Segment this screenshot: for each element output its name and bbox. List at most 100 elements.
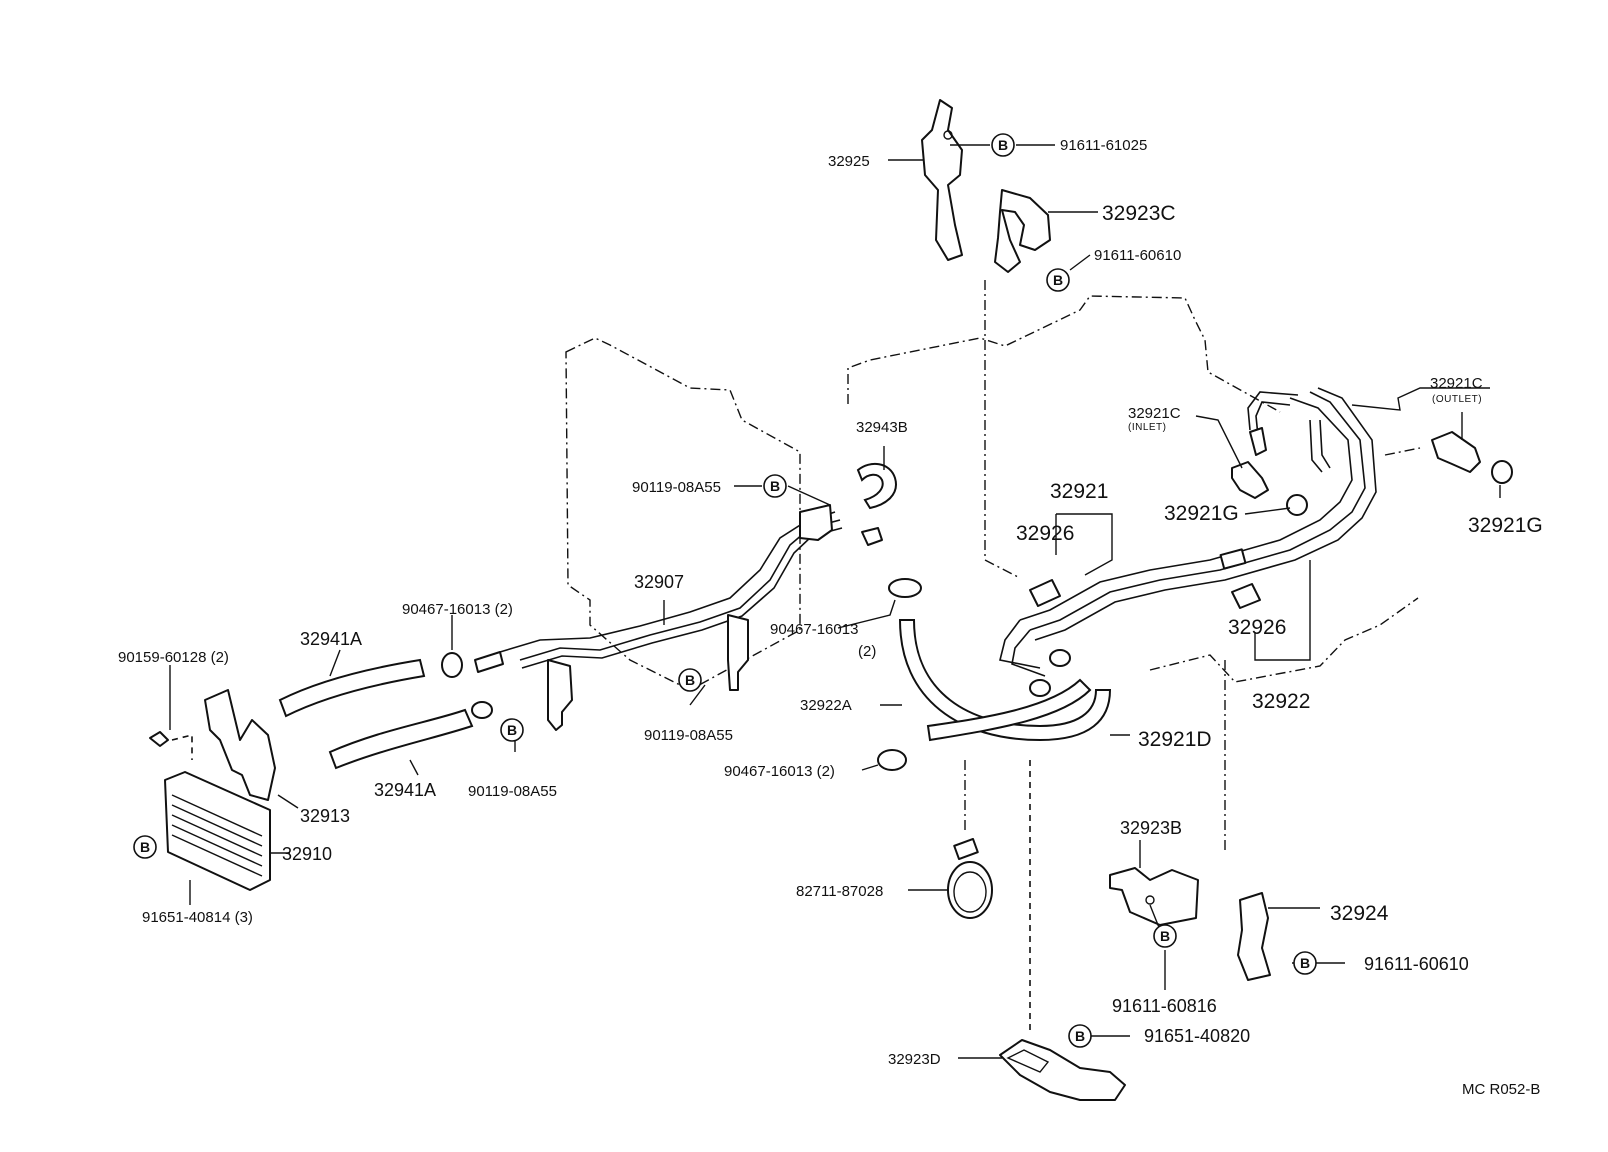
label-90467-16013-b-qty: (2)	[858, 643, 876, 660]
label-90159-60128: 90159-60128 (2)	[118, 649, 229, 666]
pipe-sleeve	[1219, 548, 1247, 570]
bolt-symbol-91611-61025: B	[991, 133, 1015, 157]
bolt-symbol-91611-60610-bottom: B	[1293, 951, 1317, 975]
label-90467-16013-c: 90467-16013 (2)	[724, 763, 835, 780]
label-32926-b: 32926	[1228, 616, 1286, 639]
dash-line-screw	[171, 733, 193, 760]
hose-clamp-90467-a	[441, 652, 463, 678]
screw-90159	[149, 731, 169, 747]
bracket-32923D-inner	[1006, 1049, 1050, 1073]
hose-32922A	[898, 619, 1112, 742]
label-32923B: 32923B	[1120, 818, 1182, 838]
fitting-small-top	[1249, 427, 1267, 456]
bracket-32923D	[999, 1039, 1126, 1101]
bracket-32913	[204, 689, 276, 801]
bolt-symbol-90119-low: B	[500, 718, 524, 742]
pipe-bracket-mid	[727, 614, 749, 691]
label-91611-60816: 91611-60816	[1112, 996, 1217, 1016]
bracket-32925	[921, 99, 963, 261]
dash-line-32921C	[1384, 447, 1421, 456]
fitting-32921C-outlet	[1431, 431, 1481, 473]
svg-text:B: B	[140, 839, 150, 855]
label-32922A: 32922A	[800, 697, 852, 714]
pipe-bend-lower	[999, 619, 1041, 669]
label-32921D: 32921D	[1138, 728, 1212, 751]
bracket-hole-b	[1145, 895, 1155, 905]
svg-text:B: B	[1160, 928, 1170, 944]
svg-text:B: B	[1053, 272, 1063, 288]
label-outlet-note: (OUTLET)	[1432, 394, 1482, 405]
pipe-bracket-top	[799, 504, 833, 541]
label-90119-08A55-low: 90119-08A55	[468, 783, 557, 800]
label-32921C-inlet: 32921C	[1128, 405, 1181, 422]
hose-32921D	[926, 678, 1092, 742]
grommet-32926-b	[1231, 583, 1261, 609]
bolt-symbol-90119-top: B	[763, 474, 787, 498]
diagram-code: MC R052-B	[1462, 1081, 1540, 1098]
oil-cooler-fins	[171, 794, 263, 877]
engine-outline-left	[565, 337, 801, 691]
oil-cooler-32910	[164, 771, 271, 891]
svg-text:B: B	[1300, 955, 1310, 971]
label-32923C: 32923C	[1102, 202, 1176, 225]
label-90119-08A55-top: 90119-08A55	[632, 479, 721, 496]
label-32921G-b: 32921G	[1468, 514, 1543, 537]
pipe-fitting-32943	[861, 527, 883, 546]
svg-text:B: B	[1075, 1028, 1085, 1044]
label-32943B: 32943B	[856, 419, 908, 436]
label-32921: 32921	[1050, 480, 1108, 503]
label-32921G-a: 32921G	[1164, 502, 1239, 525]
engine-outline-top	[847, 295, 1281, 413]
bracket-32923B	[1109, 867, 1199, 926]
hose-clamp-90467-d	[471, 701, 493, 719]
label-91651-40814: 91651-40814 (3)	[142, 909, 253, 926]
svg-text:B: B	[507, 722, 517, 738]
pipe-32921-group	[1019, 387, 1377, 641]
clamp-32923C	[994, 189, 1051, 273]
clamp-32924	[1237, 892, 1271, 981]
leader-lines	[169, 144, 1501, 1059]
label-32924: 32924	[1330, 902, 1389, 925]
pipe-bracket-left	[547, 659, 573, 731]
bolt-symbol-91651-40814: B	[133, 835, 157, 859]
hose-clamp-extra	[1029, 649, 1071, 697]
label-32913: 32913	[300, 806, 350, 826]
bracket-hole	[943, 130, 953, 140]
label-91651-40820: 91651-40820	[1144, 1026, 1250, 1046]
label-91611-61025: 91611-61025	[1060, 137, 1147, 154]
label-82711-87028: 82711-87028	[796, 883, 883, 900]
hose-clamp-90467-c	[877, 749, 907, 771]
hose-clamp-90467-b	[888, 578, 922, 598]
label-90119-08A55-mid: 90119-08A55	[644, 727, 733, 744]
label-91611-60610-bottom: 91611-60610	[1364, 954, 1469, 974]
pipe-fitting-left	[474, 651, 504, 673]
label-32921C-outlet: 32921C	[1430, 375, 1483, 392]
bolt-symbol-91651-40820: B	[1068, 1024, 1092, 1048]
label-32926-a: 32926	[1016, 522, 1074, 545]
svg-text:B: B	[685, 672, 695, 688]
label-32910: 32910	[282, 844, 332, 864]
label-32923D: 32923D	[888, 1051, 941, 1068]
bolt-symbol-91611-60816: B	[1153, 924, 1177, 948]
label-32907: 32907	[634, 572, 684, 592]
band-clamp-82711	[947, 838, 993, 919]
label-91611-60610-top: 91611-60610	[1094, 247, 1181, 264]
svg-text:B: B	[998, 137, 1008, 153]
frame-outline-right	[1149, 597, 1419, 683]
label-90467-16013-a: 90467-16013 (2)	[402, 601, 513, 618]
hose-32943B	[856, 462, 897, 510]
label-32941A-top: 32941A	[300, 629, 362, 649]
label-32941A-bottom: 32941A	[374, 780, 436, 800]
hose-32941A-top	[278, 658, 426, 718]
label-90467-16013-b: 90467-16013	[770, 621, 858, 638]
hose-32941A-bottom	[328, 708, 474, 770]
o-ring-32921G-b	[1491, 460, 1513, 484]
label-inlet-note: (INLET)	[1128, 422, 1167, 433]
svg-text:B: B	[770, 478, 780, 494]
fitting-32921C-inlet	[1231, 461, 1269, 499]
o-ring-32921G-a	[1286, 494, 1308, 516]
label-32922: 32922	[1252, 690, 1310, 713]
grommet-32926-a	[1029, 579, 1061, 607]
bolt-symbol-91611-60610-top: B	[1046, 268, 1070, 292]
